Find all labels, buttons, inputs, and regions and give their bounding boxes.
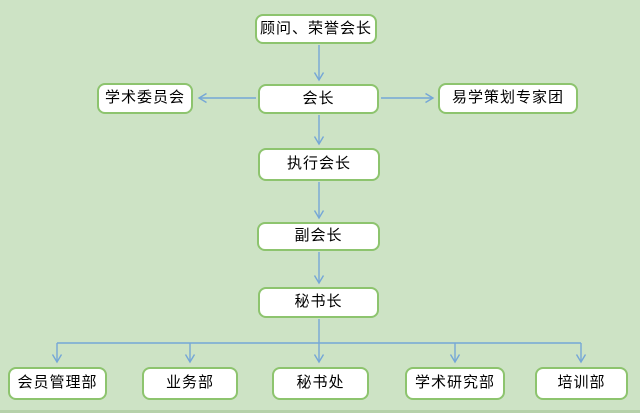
node-label: 学术委员会 bbox=[104, 90, 185, 106]
node-label: 会员管理部 bbox=[17, 375, 98, 391]
node-advisor-honorary-president: 顾问、荣誉会长 bbox=[255, 14, 377, 44]
node-label: 培训部 bbox=[557, 375, 606, 391]
node-label: 业务部 bbox=[165, 375, 214, 391]
node-label: 秘书长 bbox=[294, 294, 343, 310]
node-president: 会长 bbox=[258, 84, 379, 114]
node-label: 会长 bbox=[302, 90, 335, 107]
node-academic-research-dept: 学术研究部 bbox=[405, 367, 505, 400]
node-label: 易学策划专家团 bbox=[451, 90, 564, 106]
node-secretary-general: 秘书长 bbox=[258, 287, 379, 318]
node-expert-team: 易学策划专家团 bbox=[438, 83, 578, 114]
node-secretariat: 秘书处 bbox=[272, 367, 369, 400]
node-academic-committee: 学术委员会 bbox=[97, 83, 193, 114]
node-label: 执行会长 bbox=[286, 156, 351, 172]
node-label: 顾问、荣誉会长 bbox=[259, 20, 372, 37]
node-executive-president: 执行会长 bbox=[258, 148, 380, 181]
node-label: 学术研究部 bbox=[414, 375, 495, 391]
node-label: 秘书处 bbox=[296, 375, 345, 391]
node-member-management-dept: 会员管理部 bbox=[8, 367, 107, 400]
node-training-dept: 培训部 bbox=[535, 367, 628, 400]
node-label: 副会长 bbox=[294, 228, 343, 244]
node-vice-president: 副会长 bbox=[257, 222, 380, 251]
node-business-dept: 业务部 bbox=[142, 367, 238, 400]
image-bottom-edge bbox=[0, 410, 640, 413]
